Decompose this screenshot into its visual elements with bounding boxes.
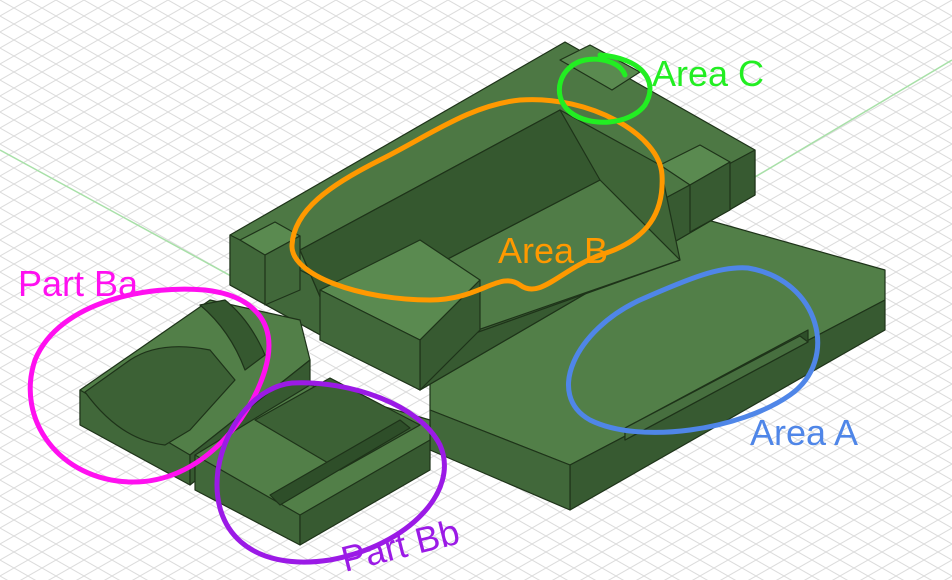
area-a-label: Area A: [750, 412, 858, 453]
part-ba-label: Part Ba: [18, 263, 139, 304]
area-b-loop: [289, 97, 665, 303]
part-ba-loop: [27, 286, 272, 485]
annotation-layer: [27, 52, 821, 565]
area-a-loop: [566, 265, 821, 435]
area-b-label: Area B: [498, 230, 608, 271]
y-axis-line: [749, 59, 952, 181]
area-c-loop: [556, 52, 653, 125]
area-c-label: Area C: [652, 53, 764, 94]
part-bb-loop: [214, 380, 447, 565]
part-bb-model: [194, 377, 431, 546]
